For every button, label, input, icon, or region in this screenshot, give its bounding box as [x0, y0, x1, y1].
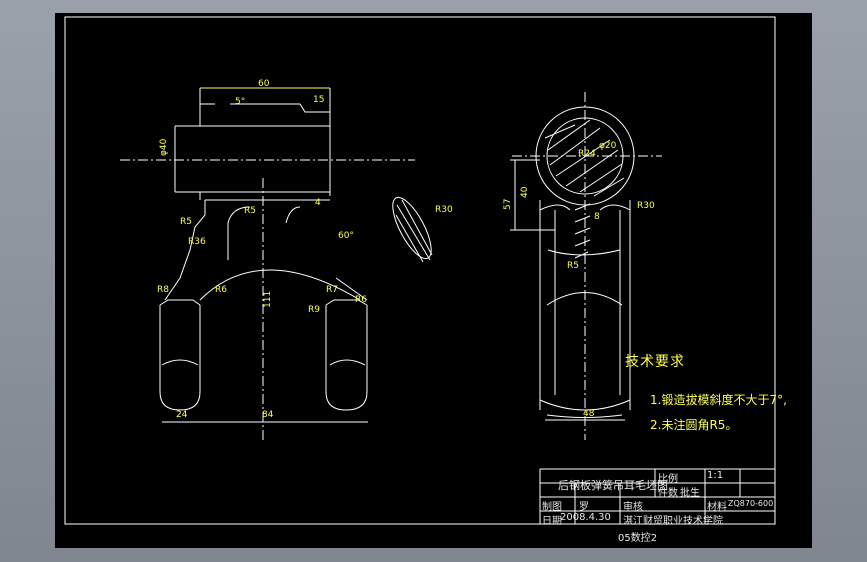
title-block-qty-label: 件数: [658, 488, 678, 499]
dim-r-left-a: R5: [180, 217, 192, 227]
title-block-drawing-no: ZQ870-600: [728, 499, 774, 508]
title-block-scale-label: 比例: [658, 474, 678, 485]
dim-top-width: 60: [258, 79, 270, 89]
dim-angle-top: 5°: [235, 97, 245, 107]
title-block-school: 湛江财贸职业技术学院: [623, 516, 723, 527]
dim-r-left-c: R8: [157, 285, 169, 295]
dim-r-right: R7: [326, 285, 338, 295]
dim-len-right: 4: [315, 198, 321, 208]
title-block-checked-label: 审核: [623, 502, 643, 513]
center-lines: [120, 92, 662, 440]
dim-r-arc: R9: [308, 305, 320, 315]
dim-side-a: 8: [594, 212, 600, 222]
tech-requirement-2: 2.未注圆角R5。: [650, 418, 738, 432]
dim-side-b: R5: [567, 261, 579, 271]
dim-side-dia-b: φ20: [599, 141, 617, 151]
dim-r-fillet: R6: [355, 295, 367, 305]
dim-angle-right: 60°: [338, 231, 354, 241]
title-block-part-name: 后钢板弹簧吊耳毛坯图: [558, 479, 668, 492]
title-block-material-label: 材料: [707, 502, 727, 513]
dim-r-mid: R5: [244, 206, 256, 216]
tech-requirement-1: 1.锻造拔模斜度不大于7°,: [650, 393, 787, 407]
dim-side-dia-a: R24: [578, 149, 596, 159]
dim-bottom-total: 84: [262, 410, 274, 420]
dim-side-h2: 57: [503, 199, 513, 210]
title-block-date-value: 2008.4.30: [560, 512, 611, 523]
title-block-date-label: 日期: [542, 516, 562, 527]
hatch-lines-lower: [574, 203, 591, 259]
title-block-batch-label: 批生: [680, 488, 700, 499]
title-block-scale-value: 1:1: [707, 470, 724, 481]
front-view: [159, 88, 368, 423]
dim-side-r: R30: [637, 201, 655, 211]
dim-side-h1: 40: [520, 186, 530, 198]
dim-section-r: R30: [435, 205, 453, 215]
dim-dia: φ40: [159, 138, 169, 156]
dim-bottom-left: 24: [176, 410, 188, 420]
title-block-drawn-name: 罗: [579, 502, 589, 513]
dim-side-bottom: 48: [583, 409, 595, 419]
dim-r-left-d: R6: [215, 285, 227, 295]
title-block-rows: [540, 468, 775, 512]
title-block-class: 05数控2: [618, 533, 658, 544]
dim-height-mid: 111: [263, 291, 273, 308]
title-block-drawn-label: 制图: [542, 502, 562, 513]
tech-requirements-title: 技术要求: [625, 354, 685, 370]
drawing-frame: [64, 16, 776, 525]
dim-step: 15: [313, 95, 324, 105]
drawing-canvas: [55, 13, 812, 548]
title-block-columns: [539, 469, 741, 524]
dim-r-left-b: R36: [188, 237, 206, 247]
hatch-lines: [544, 119, 625, 197]
section-view: [392, 196, 433, 263]
